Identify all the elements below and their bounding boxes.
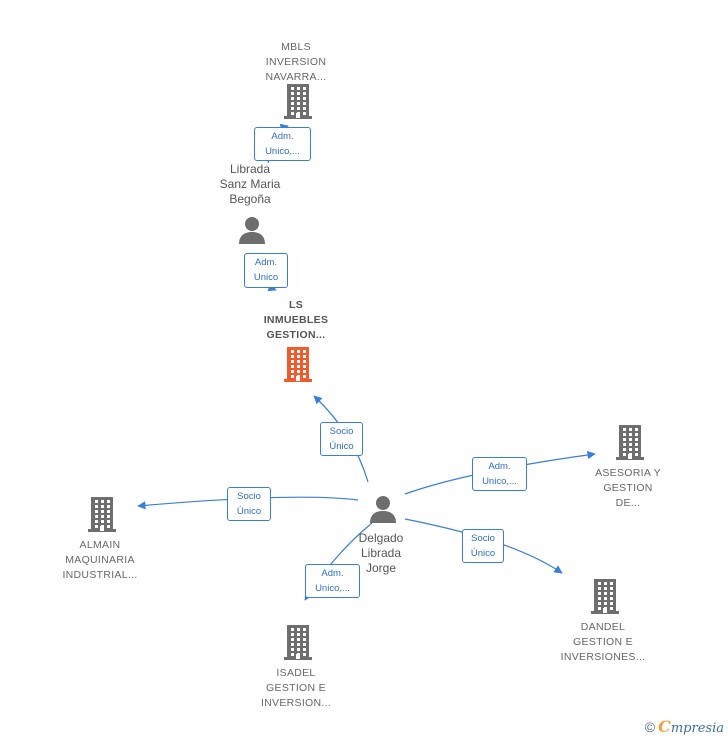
building-icon[interactable] <box>283 346 313 387</box>
building-icon[interactable] <box>615 424 645 465</box>
building-icon[interactable] <box>590 578 620 619</box>
copyright-symbol: © <box>644 718 656 735</box>
edge-label-delgado-dandel[interactable]: Socio Único <box>462 529 504 563</box>
person-icon[interactable] <box>368 494 398 529</box>
building-icon[interactable] <box>87 496 117 537</box>
node-label-almain[interactable]: ALMAIN MAQUINARIA INDUSTRIAL... <box>62 539 138 581</box>
edge-label-delgado-ls[interactable]: Socio Único <box>320 422 363 456</box>
node-label-ls[interactable]: LS INMUEBLES GESTION... <box>263 299 329 341</box>
edge-label-ls-librada[interactable]: Adm. Unico <box>244 253 288 288</box>
node-label-isadel[interactable]: ISADEL GESTION E INVERSION... <box>260 667 332 709</box>
footer-brand: © Cmpresia <box>645 717 724 736</box>
node-label-dandel[interactable]: DANDEL GESTION E INVERSIONES... <box>560 621 646 663</box>
person-icon[interactable] <box>237 215 267 250</box>
brand-logo: Cmpresia <box>658 717 724 736</box>
building-icon[interactable] <box>283 624 313 665</box>
edge-label-delgado-isadel[interactable]: Adm. Unico,... <box>305 564 360 598</box>
edge-label-librada-mbls[interactable]: Adm. Unico,... <box>254 127 311 161</box>
node-label-librada[interactable]: Librada Sanz Maria Begoña <box>219 162 281 206</box>
building-icon[interactable] <box>283 83 313 124</box>
node-label-asesoria[interactable]: ASESORIA Y GESTION DE... <box>595 467 661 509</box>
edge-label-delgado-asesoria[interactable]: Adm. Unico,... <box>472 457 527 491</box>
node-label-mbls[interactable]: MBLS INVERSION NAVARRA... <box>265 41 327 83</box>
node-label-delgado[interactable]: Delgado Librada Jorge <box>358 531 404 575</box>
edge-label-delgado-almain[interactable]: Socio Único <box>227 487 271 521</box>
